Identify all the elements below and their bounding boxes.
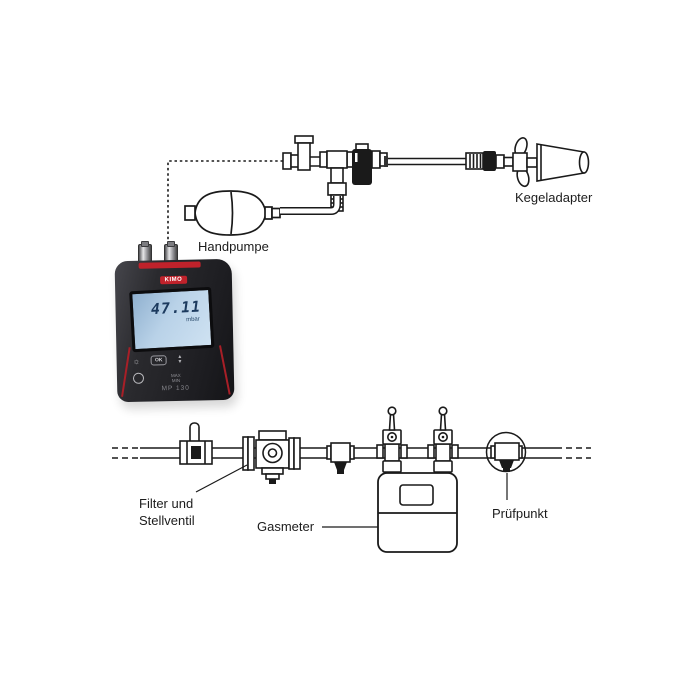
test-point-circle [485, 431, 527, 473]
label-hand-pump: Handpumpe [198, 239, 269, 254]
shutoff-valve [179, 422, 213, 465]
power-button [132, 372, 145, 384]
display-value: 47.11 [150, 297, 202, 319]
label-filter-valve: Filter und Stellventil [139, 496, 195, 528]
leader-lines [195, 464, 508, 528]
connection-dotted-line [167, 160, 283, 254]
ok-button: OK [150, 355, 167, 366]
label-gas-meter: Gasmeter [257, 519, 315, 534]
device-screen: 47.11 mbar [129, 286, 215, 353]
backlight-icon: ☼ [132, 356, 141, 366]
label-test-point: Prüfpunkt [492, 506, 548, 521]
model-label: MP 130 [161, 384, 190, 393]
brand-badge: KIMO [159, 275, 188, 285]
cone-adapter [465, 137, 590, 188]
down-arrow-icon: ▼ [177, 358, 183, 365]
angle-valve-right [427, 406, 459, 473]
arrow-buttons: ▲ ▼ [177, 354, 183, 365]
filter-unit [242, 430, 301, 484]
label-cone-adapter: Kegeladapter [515, 190, 593, 205]
hand-pump [184, 190, 341, 236]
top-red-band [138, 261, 201, 269]
gas-meter [377, 472, 458, 553]
inline-test-fitting [326, 442, 355, 474]
pressure-port-minus [164, 241, 178, 263]
angle-valve-left [376, 406, 408, 473]
tee-fitting-assembly [282, 135, 467, 212]
